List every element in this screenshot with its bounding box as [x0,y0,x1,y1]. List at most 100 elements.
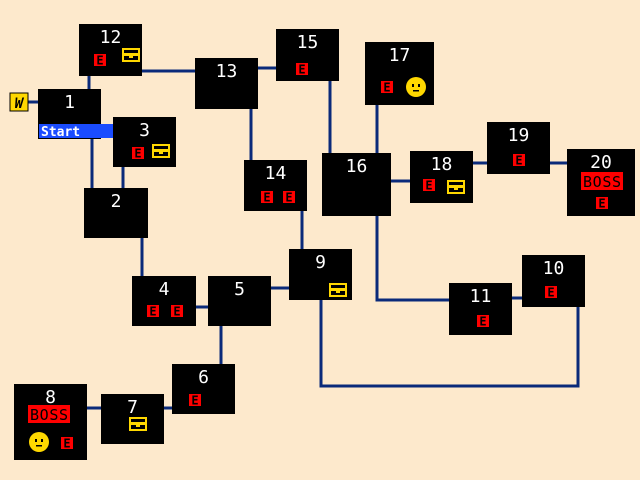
room-12[interactable]: 12E [79,24,142,76]
svg-text:E: E [298,63,305,77]
room-10[interactable]: 10E [522,255,585,307]
boss-badge: BOSS [581,172,623,191]
enemy-icon: E [147,305,159,319]
room-box [195,58,258,109]
svg-text:E: E [63,437,70,451]
treasure-chest-icon [129,417,147,431]
svg-text:E: E [173,305,180,319]
room-number: 20 [590,152,612,173]
svg-text:E: E [191,394,198,408]
warp-icon [9,92,29,112]
room-number: 17 [389,45,411,66]
room-box [522,255,585,307]
svg-text:E: E [598,197,605,211]
enemy-icon: E [381,81,393,95]
enemy-icon: E [477,315,489,329]
room-number: 5 [234,279,245,300]
corridor-16-11 [375,216,449,302]
room-9[interactable]: 9 [289,249,352,300]
room-7[interactable]: 7 [101,394,164,444]
room-number: 14 [265,163,287,184]
room-15[interactable]: 15E [276,29,339,81]
room-box [322,153,391,216]
enemy-icon: E [423,179,435,193]
enemy-icon: E [171,305,183,319]
enemy-icon: E [261,191,273,205]
enemy-icon: E [283,191,295,205]
warp-point[interactable]: W [9,92,29,112]
enemy-icon: E [189,394,201,408]
enemy-icon: E [296,63,308,77]
treasure-chest-icon [152,144,170,158]
room-number: 1 [64,92,75,113]
corridor-paths [28,66,580,410]
svg-text:E: E [425,179,432,193]
enemy-icon: E [596,197,608,211]
svg-text:E: E [479,315,486,329]
svg-text:E: E [285,191,292,205]
room-box [132,276,196,326]
svg-text:E: E [515,154,522,168]
room-number: 11 [470,286,492,307]
svg-text:E: E [547,286,554,300]
room-number: 6 [198,367,209,388]
room-19[interactable]: 19E [487,122,550,174]
treasure-chest-icon [447,180,465,194]
enemy-icon: E [513,154,525,168]
room-number: 19 [508,125,530,146]
svg-text:BOSS: BOSS [30,406,68,424]
room-11[interactable]: 11E [449,283,512,335]
room-2[interactable]: 2 [84,188,148,238]
room-16[interactable]: 16 [322,153,391,216]
room-box [208,276,271,326]
room-box [244,160,307,211]
room-number: 15 [297,32,319,53]
svg-text:BOSS: BOSS [583,173,621,191]
room-number: 4 [159,279,170,300]
room-5[interactable]: 5 [208,276,271,326]
room-18[interactable]: 18E [410,151,473,203]
treasure-chest-icon [122,48,140,62]
room-box [113,117,176,167]
room-6[interactable]: 6E [172,364,235,414]
warp-label: W [15,96,25,112]
svg-text:E: E [383,81,390,95]
room-number: 2 [111,191,122,212]
room-13[interactable]: 13 [195,58,258,109]
room-14[interactable]: 14E E [244,160,307,211]
room-17[interactable]: 17E [365,42,434,105]
room-number: 7 [127,397,138,418]
svg-text:E: E [263,191,270,205]
treasure-chest-icon [329,283,347,297]
room-number: 13 [216,61,238,82]
enemy-icon: E [132,147,144,161]
npc-face-icon [29,432,49,452]
npc-face-icon [406,77,426,97]
room-number: 3 [139,120,150,141]
room-number: 12 [100,27,122,48]
room-box [172,364,235,414]
room-number: 9 [315,252,326,273]
boss-badge: BOSS [28,405,70,424]
start-label: Start [41,125,80,140]
enemy-icon: E [61,437,73,451]
room-number: 18 [431,154,453,175]
room-number: 16 [346,156,368,177]
room-box [84,188,148,238]
enemy-icon: E [545,286,557,300]
corridor-9-10 [319,300,580,388]
room-4[interactable]: 4E E [132,276,196,326]
room-number: 8 [45,387,56,408]
svg-text:E: E [134,147,141,161]
svg-text:E: E [149,305,156,319]
room-3[interactable]: 3E [113,117,176,167]
enemy-icon: E [94,54,106,68]
start-marker: Start [39,124,132,140]
room-number: 10 [543,258,565,279]
room-box [410,151,473,203]
